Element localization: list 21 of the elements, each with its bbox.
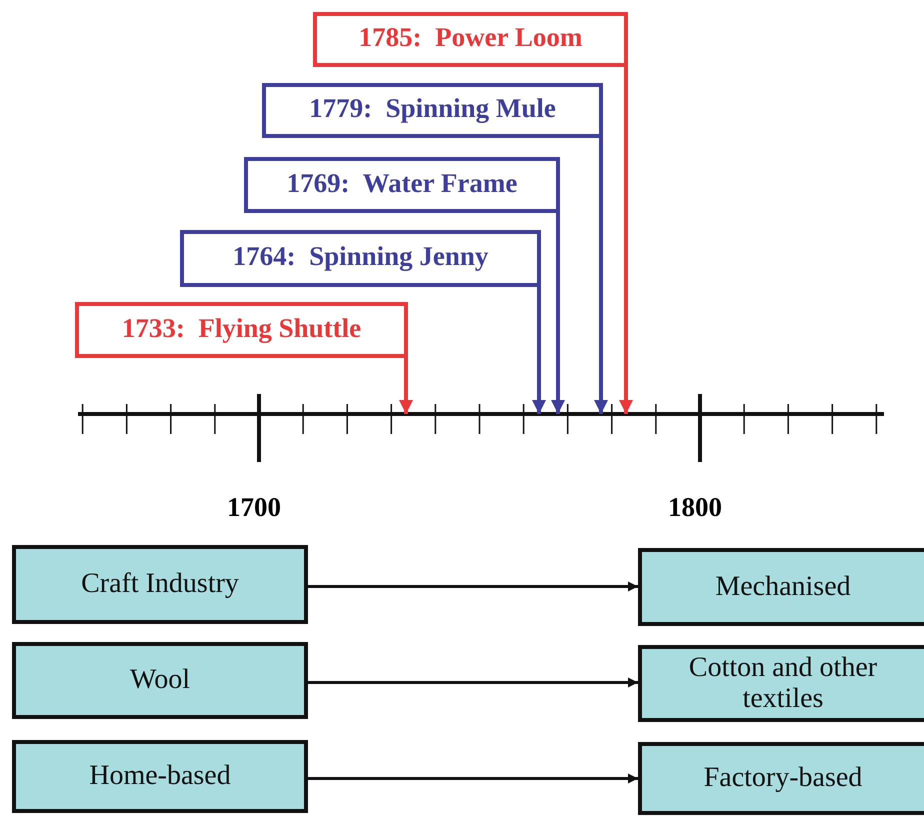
invention-box: 1764: Spinning Jenny <box>180 230 541 287</box>
arrow <box>308 774 638 784</box>
arrow <box>619 67 633 414</box>
process-box: Mechanised <box>638 548 924 626</box>
arrow <box>532 287 546 414</box>
process-box: Factory-based <box>638 742 924 815</box>
arrow <box>551 213 565 414</box>
year-label: 1700 <box>227 492 281 523</box>
process-box: Wool <box>12 642 308 719</box>
year-label: 1800 <box>668 492 722 523</box>
arrow <box>308 678 638 688</box>
invention-box: 1733: Flying Shuttle <box>75 302 408 358</box>
invention-box: 1779: Spinning Mule <box>262 83 603 138</box>
process-box: Cotton and other textiles <box>638 645 924 722</box>
process-box: Home-based <box>12 740 308 813</box>
invention-box: 1785: Power Loom <box>313 12 628 67</box>
process-box: Craft Industry <box>12 545 308 624</box>
invention-box: 1769: Water Frame <box>244 157 560 213</box>
arrow <box>399 358 413 414</box>
arrow <box>594 138 608 414</box>
arrow <box>308 582 638 592</box>
